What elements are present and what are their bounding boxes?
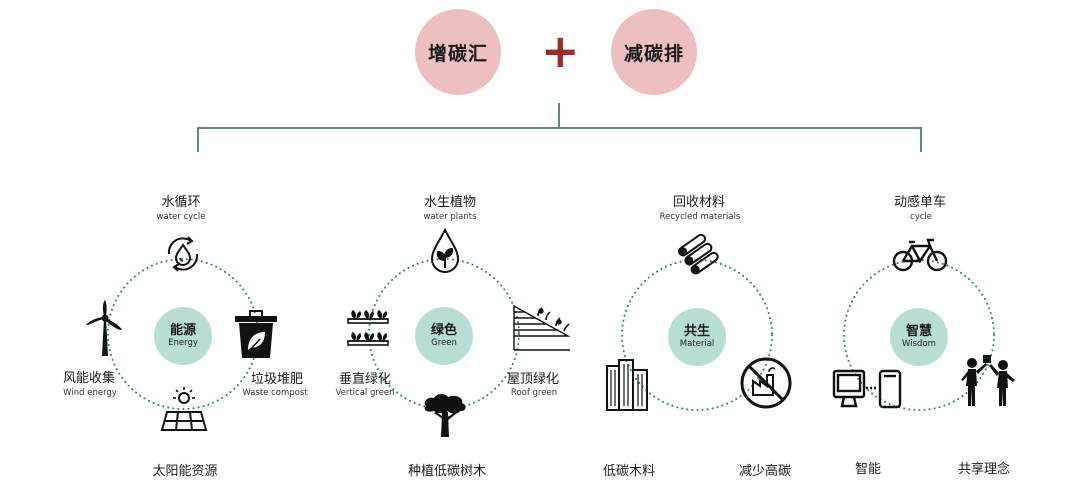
carbon-reduction-label: 减碳排 [623, 42, 684, 65]
wind-turbine-icon [82, 298, 128, 358]
label-wind-en: Wind energy [63, 388, 117, 398]
hub-material: 共生 Material [668, 308, 726, 366]
hub-material-en: Material [679, 339, 715, 349]
smart-devices-icon [832, 368, 902, 410]
hub-green-cn: 绿色 [430, 323, 457, 338]
vertical-planter-icon [346, 305, 390, 351]
bicycle-icon [892, 237, 948, 273]
label-cycle: 动感单车 [893, 195, 947, 210]
compost-bin-icon [233, 310, 279, 360]
label-reduce-carbon: 减少高碳 [738, 464, 792, 479]
label-vertical-green: 垂直绿化 [338, 372, 392, 387]
hub-wisdom: 智慧 Wisdom [890, 308, 948, 366]
timber-planks-icon [605, 358, 651, 412]
label-water-plants: 水生植物 [423, 195, 477, 210]
label-compost-en: Waste compost [242, 388, 308, 398]
label-recycled-en: Recycled materials [659, 212, 741, 222]
hub-energy-en: Energy [168, 338, 198, 348]
hub-energy-cn: 能源 [169, 323, 196, 338]
hub-energy: 能源 Energy [154, 307, 212, 365]
label-recycled: 回收材料 [672, 195, 726, 210]
hub-green: 绿色 Green [415, 307, 473, 365]
label-roof-green-en: Roof green [510, 388, 558, 398]
label-low-carbon-wood: 低碳木料 [602, 464, 656, 479]
carbon-reduction-circle: 减碳排 [611, 9, 697, 95]
tree-icon [420, 392, 470, 440]
hub-green-en: Green [431, 338, 457, 348]
plus-sign: + [541, 24, 580, 78]
label-sharing-concept: 共享理念 [957, 462, 1011, 477]
label-roof-green: 屋顶绿化 [506, 372, 560, 387]
hub-wisdom-en: Wisdom [902, 339, 936, 349]
label-water-plants-en: water plants [423, 212, 477, 222]
water-cycle-icon [161, 232, 205, 276]
hub-wisdom-cn: 智慧 [905, 324, 932, 339]
water-drop-plant-icon [429, 228, 461, 276]
roof-garden-icon [512, 302, 574, 352]
carbon-sink-circle: 增碳汇 [415, 9, 501, 95]
label-water-cycle: 水循环 [161, 195, 201, 210]
label-cycle-en: cycle [910, 212, 932, 222]
no-factory-icon [738, 355, 794, 411]
label-low-carbon-trees: 种植低碳树木 [407, 464, 487, 479]
label-smart: 智能 [854, 462, 882, 477]
hub-material-cn: 共生 [683, 324, 710, 339]
label-vertical-green-en: Vertical green [335, 388, 395, 398]
recycled-logs-icon [677, 230, 723, 276]
label-water-cycle-en: water cycle [156, 212, 206, 222]
carbon-sink-label: 增碳汇 [427, 42, 488, 65]
label-wind: 风能收集 [62, 371, 116, 386]
label-compost: 垃圾堆肥 [250, 372, 304, 387]
solar-panel-icon [160, 386, 208, 432]
people-sharing-icon [957, 350, 1023, 408]
label-solar: 太阳能资源 [152, 464, 218, 479]
